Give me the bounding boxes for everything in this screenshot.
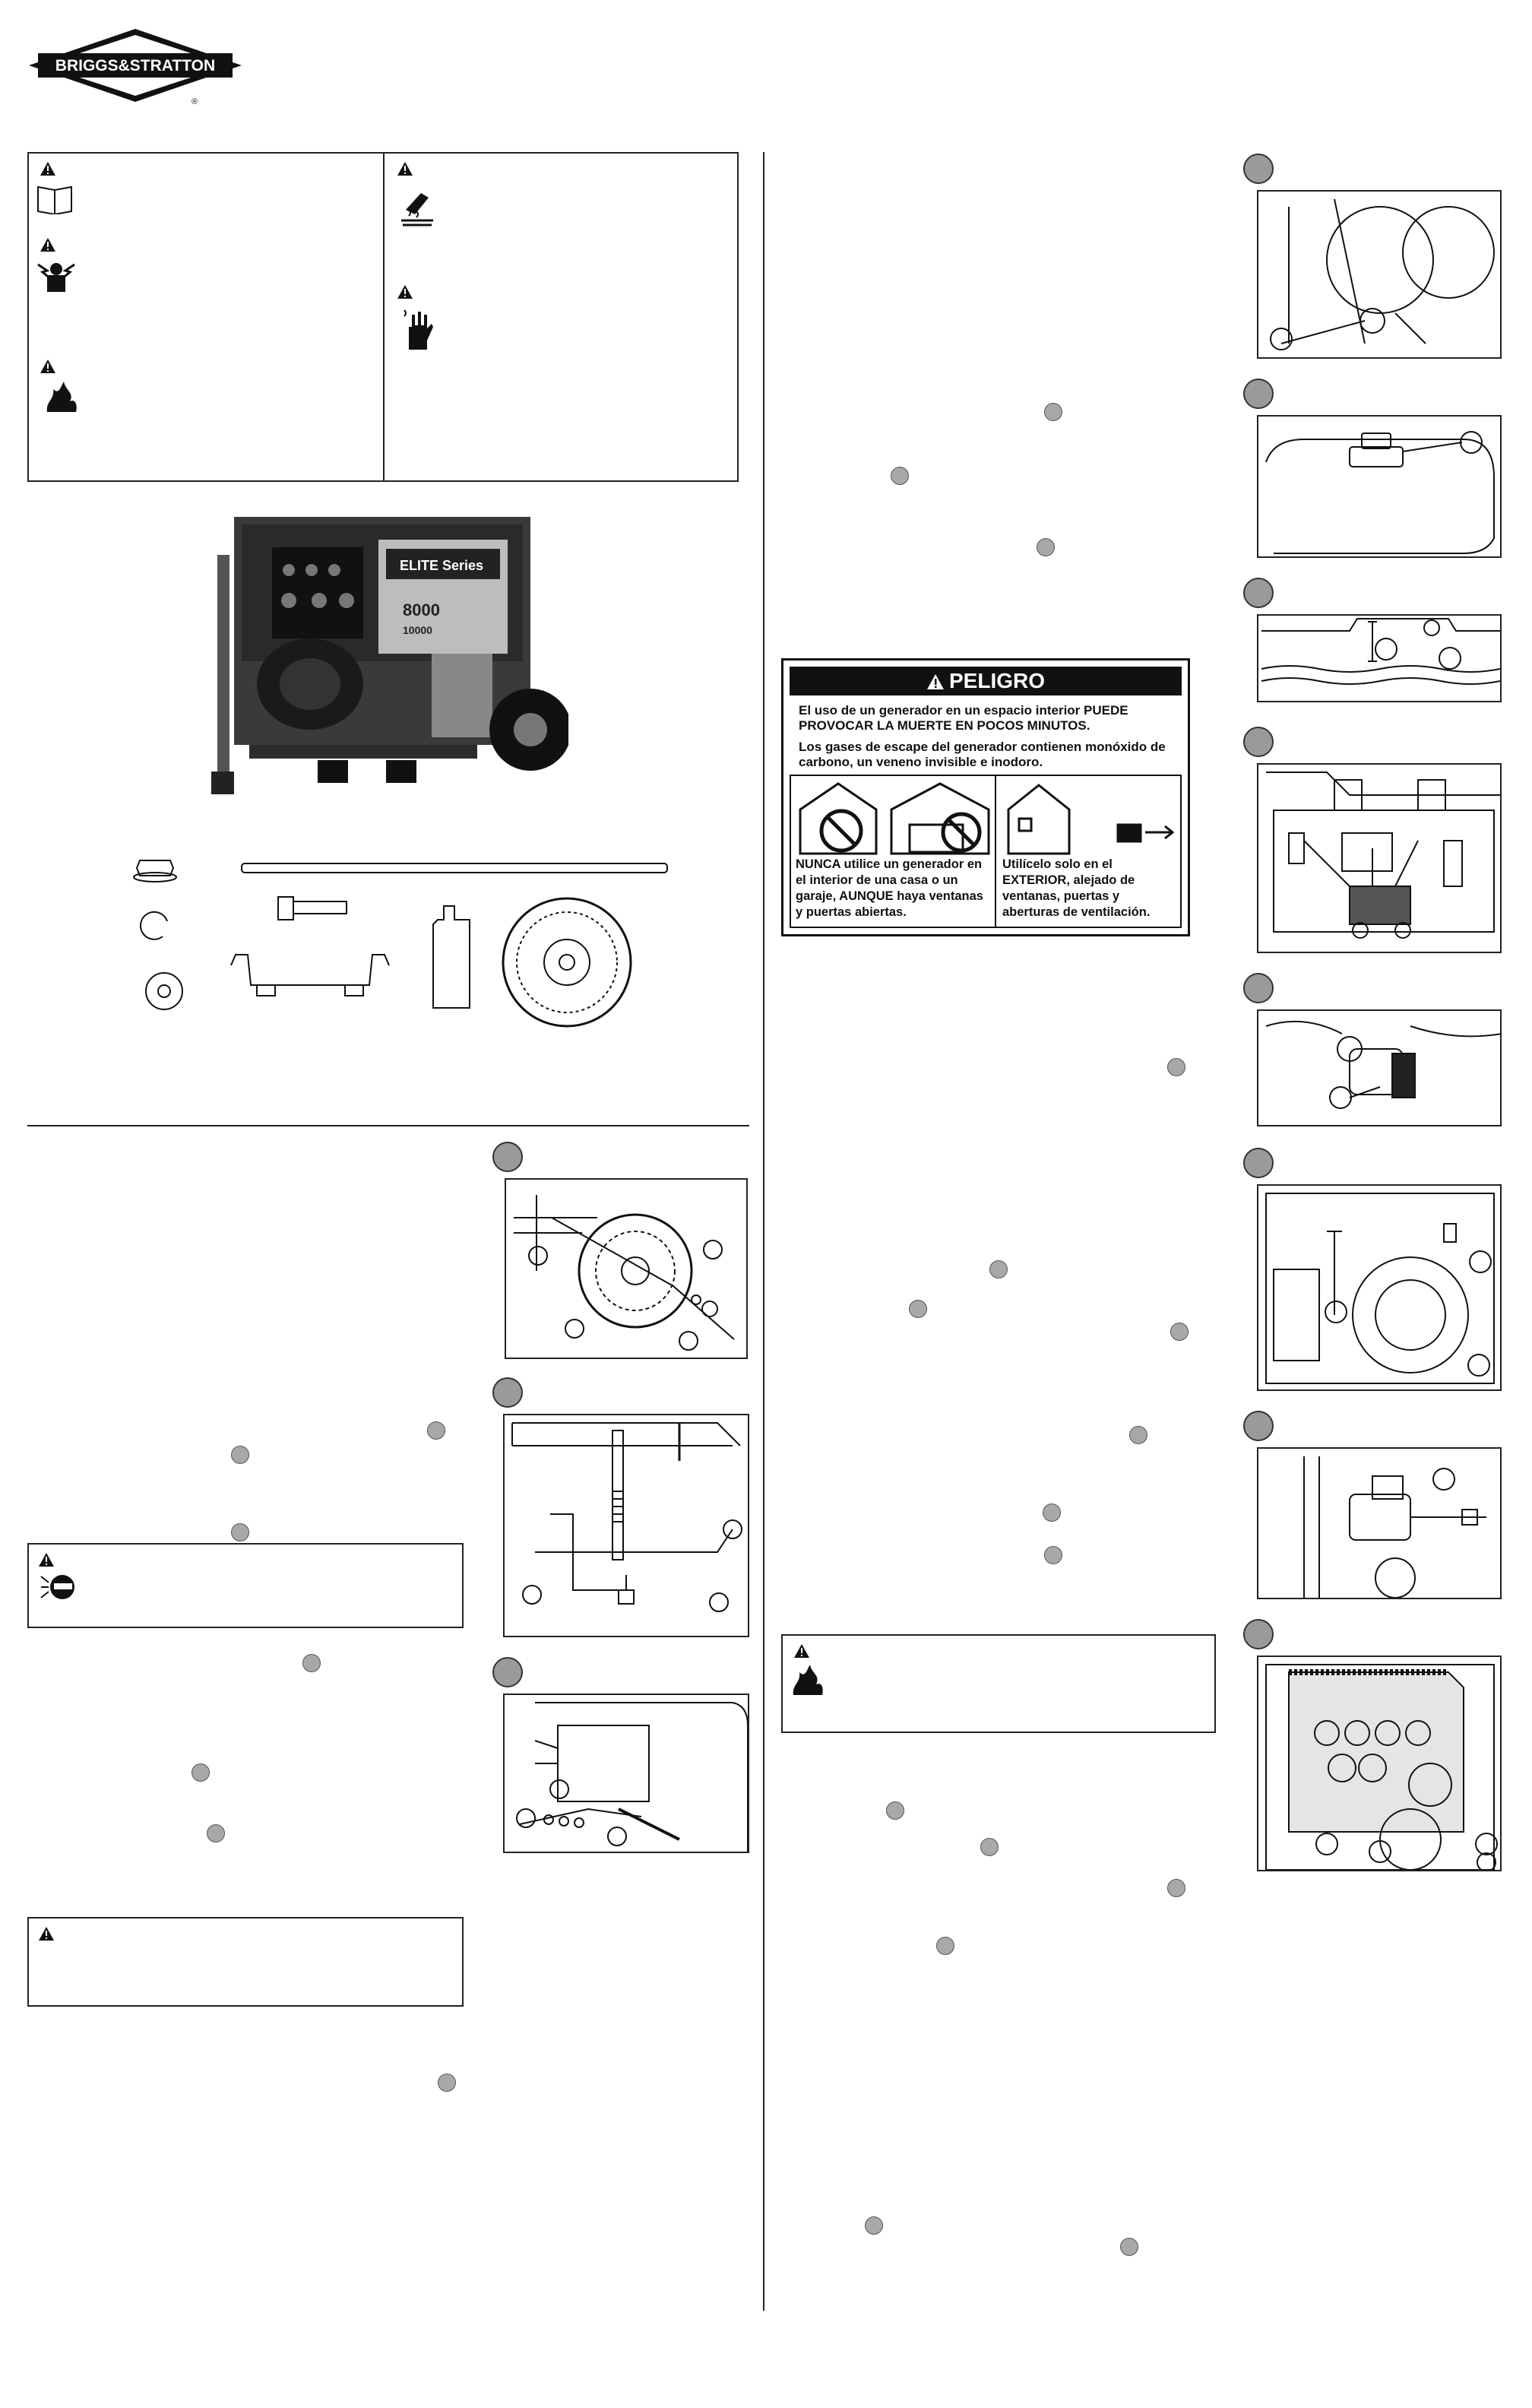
- reference-dot: [1170, 1323, 1189, 1341]
- read-manual-icon: [37, 185, 72, 214]
- logo-text: BRIGGS&STRATTON: [55, 57, 215, 74]
- reference-dot: [192, 1763, 210, 1782]
- reference-dot: [980, 1838, 999, 1856]
- figure-badge: [1243, 1411, 1274, 1441]
- figure-badge: [1243, 973, 1274, 1003]
- elite-badge: ELITE Series: [400, 558, 483, 573]
- figure-choke: [1257, 1447, 1502, 1599]
- reference-dot: [427, 1421, 445, 1440]
- danger-label: PELIGRO El uso de un generador en un esp…: [781, 658, 1190, 936]
- fire-icon: [793, 1665, 823, 1695]
- figure-badge: [492, 1657, 523, 1687]
- figure-outdoor-placement: [1257, 763, 1502, 953]
- figure-wheel-assembly: [505, 1178, 748, 1359]
- danger-panels: NUNCA utilice un generador en el interio…: [790, 775, 1182, 928]
- safety-symbols-box: [27, 152, 739, 482]
- figure-fuel-cap: [1257, 415, 1502, 558]
- reference-dot: [891, 467, 909, 485]
- figure-recoil-start: [1257, 1184, 1502, 1391]
- figure-control-panel: [1257, 1656, 1502, 1871]
- safety-goggles-icon: [40, 1575, 74, 1599]
- figure-badge: [1243, 1148, 1274, 1178]
- figure-fuel-level: [1257, 614, 1502, 702]
- reference-dot: [1044, 1546, 1062, 1564]
- caution-box: [27, 1917, 464, 2007]
- figure-badge: [492, 1142, 523, 1172]
- figure-badge: [492, 1377, 523, 1408]
- brand-logo: BRIGGS&STRATTON: [27, 27, 243, 103]
- warning-triangle-icon: [40, 360, 55, 373]
- parts-illustration: [129, 851, 722, 1034]
- goggles-warning-box: [27, 1543, 464, 1628]
- reference-dot: [1043, 1503, 1061, 1522]
- figure-battery-mount: [503, 1694, 749, 1853]
- reference-dot: [302, 1654, 321, 1672]
- outdoor-use-icon: [1007, 784, 1175, 855]
- warning-triangle-icon: [397, 162, 413, 176]
- figure-fuel-valve: [1257, 1009, 1502, 1126]
- reference-dot: [886, 1801, 904, 1820]
- no-indoor-use-icon: [799, 782, 990, 855]
- reference-dot: [936, 1937, 954, 1955]
- reference-dot: [438, 2074, 456, 2092]
- reference-dot: [989, 1260, 1008, 1278]
- warning-triangle-icon: [40, 238, 55, 252]
- figure-badge: [1243, 578, 1274, 608]
- warning-triangle-icon: [794, 1644, 809, 1658]
- warning-triangle-icon: [39, 1927, 54, 1941]
- fire-icon: [46, 382, 77, 412]
- warning-triangle-icon: [926, 674, 944, 689]
- reference-dot: [1167, 1058, 1185, 1076]
- reference-dot: [1167, 1879, 1185, 1897]
- reference-dot: [231, 1523, 249, 1541]
- reference-dot: [1120, 2238, 1138, 2256]
- model-number: 8000: [403, 600, 440, 619]
- figure-oil-fill: [1257, 190, 1502, 359]
- reference-dot: [909, 1300, 927, 1318]
- hand-hazard-icon: [404, 309, 433, 350]
- reference-dot: [207, 1824, 225, 1842]
- danger-line-2: Los gases de escape del generador contie…: [799, 740, 1166, 769]
- reference-dot: [865, 2216, 883, 2235]
- section-divider: [27, 1125, 749, 1126]
- figure-badge: [1243, 1619, 1274, 1649]
- hot-surface-icon: [401, 193, 433, 227]
- figure-badge: [1243, 379, 1274, 409]
- figure-badge: [1243, 727, 1274, 757]
- warning-triangle-icon: [40, 162, 55, 176]
- danger-left-panel: NUNCA utilice un generador en el interio…: [796, 857, 983, 919]
- danger-right-panel: Utilícelo solo en el EXTERIOR, alejado d…: [1002, 857, 1151, 919]
- reference-dot: [1037, 538, 1055, 556]
- surge-watts: 10000: [403, 624, 432, 636]
- figure-badge: [1243, 154, 1274, 184]
- column-divider: [763, 152, 764, 2311]
- reference-dot: [1044, 403, 1062, 421]
- danger-heading-text: PELIGRO: [948, 669, 1045, 692]
- danger-line-1: El uso de un generador en un espacio int…: [799, 703, 1128, 733]
- reference-dot: [231, 1446, 249, 1464]
- registered-mark: ®: [192, 97, 198, 106]
- figure-support-bracket: [503, 1414, 749, 1637]
- electric-shock-icon: [37, 263, 75, 292]
- danger-heading: PELIGRO: [790, 667, 1182, 695]
- warning-triangle-icon: [39, 1553, 54, 1567]
- reference-dot: [1129, 1426, 1147, 1444]
- fire-warning-box: [781, 1634, 1216, 1733]
- generator-photo: ELITE Series 8000 10000: [204, 502, 568, 798]
- warning-triangle-icon: [397, 285, 413, 299]
